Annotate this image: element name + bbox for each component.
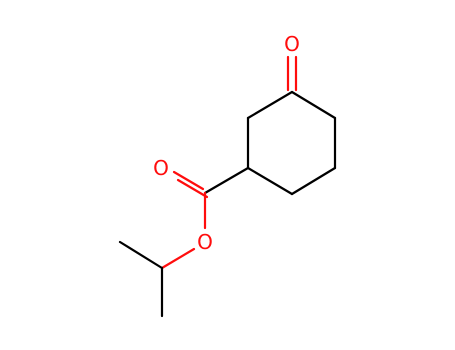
bond-ring-to-carbonyl-carbon: [203, 166, 250, 195]
carbonyl-double-bond-line-1: [172, 170, 205, 191]
bond-isopropyl-methyl-left: [118, 240, 164, 270]
carbonyl-oxygen-label: O: [153, 156, 169, 180]
ring-bond-c4-c5: [246, 166, 294, 196]
ring-bond-c6-c1: [246, 90, 294, 120]
ketone-oxygen-label: O: [284, 32, 300, 56]
bond-ester-oxygen-to-isopropyl: [160, 247, 196, 270]
ester-oxygen-label: O: [197, 230, 213, 254]
ring-bond-c3-c4: [290, 166, 337, 196]
carbonyl-double-bond-line-2: [176, 178, 209, 199]
ring-bond-c1-c2: [290, 90, 337, 120]
